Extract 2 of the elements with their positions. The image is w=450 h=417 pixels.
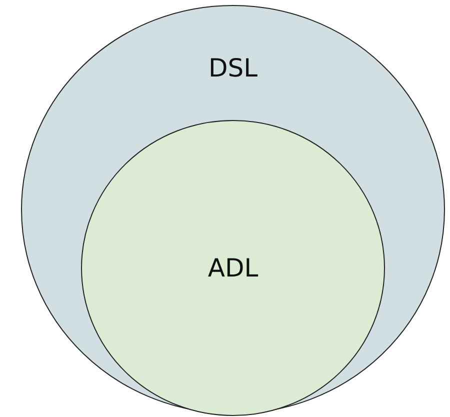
set-label: ADL <box>208 254 258 282</box>
set-label: DSL <box>208 54 258 83</box>
